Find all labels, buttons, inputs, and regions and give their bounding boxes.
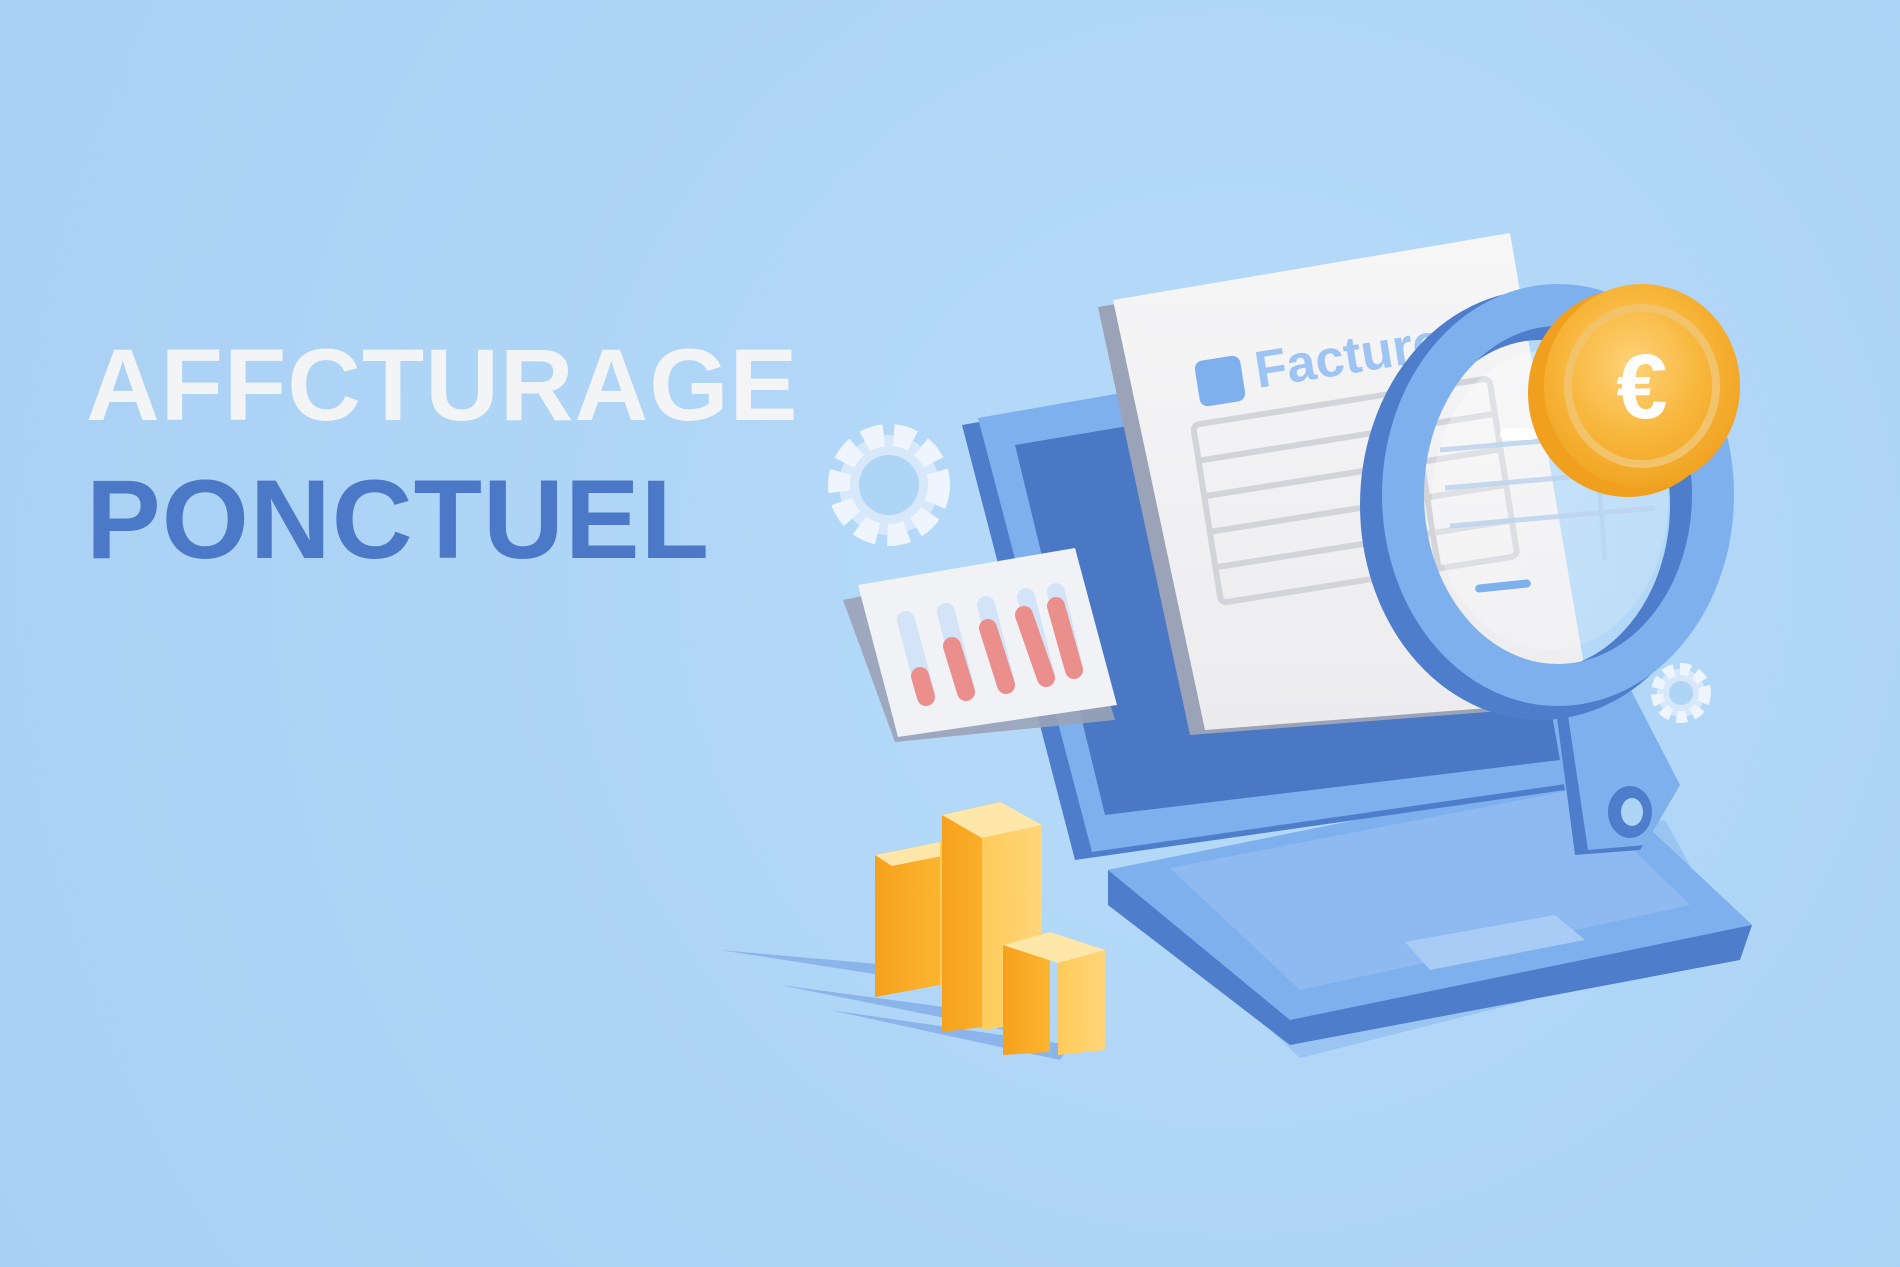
gear-icon bbox=[828, 424, 950, 546]
document-checkbox-icon bbox=[1194, 355, 1246, 407]
gear-icon bbox=[1651, 663, 1711, 723]
growth-bars-icon bbox=[875, 802, 1105, 1055]
bar-chart-card-icon bbox=[843, 548, 1117, 742]
headline: AFFCTURAGE PONCTUEL bbox=[86, 330, 806, 580]
headline-line-1: AFFCTURAGE bbox=[86, 328, 799, 442]
headline-line-2: PONCTUEL bbox=[86, 457, 710, 582]
euro-symbol: € bbox=[1616, 336, 1667, 438]
magnifying-glass-icon bbox=[1360, 284, 1734, 855]
euro-coin-icon: € bbox=[1528, 284, 1740, 497]
